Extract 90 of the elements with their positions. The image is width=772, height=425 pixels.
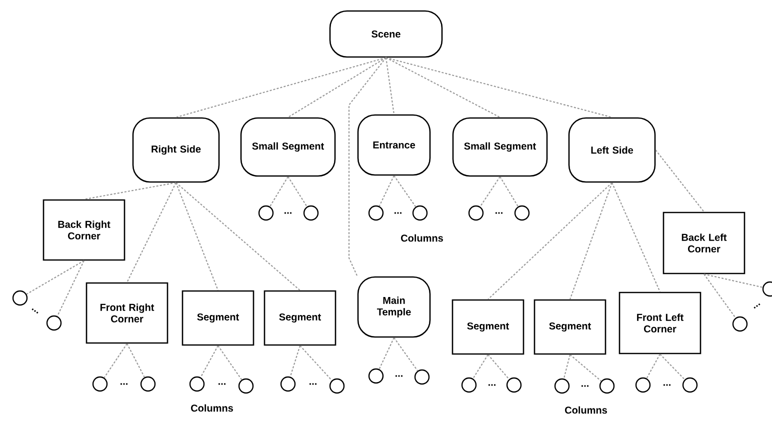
circle-node xyxy=(554,378,570,394)
dotted-connector xyxy=(394,337,418,372)
dotted-connector xyxy=(269,176,288,207)
box: Segment xyxy=(534,299,606,355)
dotted-connector xyxy=(655,150,704,212)
circle-node xyxy=(46,315,62,331)
circle-node xyxy=(258,205,274,221)
circle-node xyxy=(414,369,430,385)
dotted-connector xyxy=(569,182,613,300)
dotted-connector xyxy=(394,175,416,208)
dotted-connector xyxy=(200,345,218,378)
box: Segment xyxy=(452,299,524,355)
rounded-box: Left Side xyxy=(568,117,656,183)
ellipsis: ... xyxy=(496,212,502,214)
circle-node xyxy=(140,376,156,392)
ellipsis: ... xyxy=(394,212,402,214)
dotted-connector xyxy=(104,343,128,378)
dotted-connector xyxy=(500,176,519,207)
circle-node xyxy=(329,378,345,394)
ellipsis: ... xyxy=(396,375,402,377)
dotted-connector xyxy=(84,182,176,200)
circle-node xyxy=(732,316,748,332)
dotted-connector xyxy=(176,182,219,291)
dotted-connector xyxy=(612,182,660,292)
box: Front Right Corner xyxy=(86,282,168,344)
circle-node xyxy=(189,376,205,392)
dotted-connector xyxy=(386,57,612,118)
circle-node xyxy=(238,378,254,394)
ellipsis: ... xyxy=(488,384,496,386)
circle-node xyxy=(412,205,428,221)
ellipsis: ... xyxy=(32,308,38,314)
dotted-connector xyxy=(646,354,660,379)
ellipsis: ... xyxy=(582,385,588,387)
dotted-connector xyxy=(288,57,386,118)
dotted-connector xyxy=(176,182,300,291)
circle-node xyxy=(682,377,698,393)
box: Back Left Corner xyxy=(662,212,746,274)
dotted-connector xyxy=(378,337,394,370)
box: Back Right Corner xyxy=(42,199,126,261)
circle-node xyxy=(280,376,296,392)
dotted-connector xyxy=(126,343,145,378)
circle-node xyxy=(468,205,484,221)
dotted-connector xyxy=(488,182,612,300)
dotted-connector xyxy=(385,58,395,114)
dotted-connector xyxy=(126,182,176,283)
circle-node xyxy=(368,205,384,221)
rounded-box: Small Segment xyxy=(452,117,548,177)
dotted-connector xyxy=(660,354,686,380)
ellipsis: ... xyxy=(218,383,226,385)
dotted-connector xyxy=(218,345,242,380)
ellipsis: ... xyxy=(310,383,316,385)
group-label: Columns xyxy=(191,404,233,412)
group-label: Columns xyxy=(565,406,607,414)
dotted-connector xyxy=(56,260,84,316)
box: Segment xyxy=(264,290,336,346)
dotted-connector xyxy=(288,176,308,207)
rounded-box: Right Side xyxy=(132,117,220,183)
circle-node xyxy=(303,205,319,221)
circle-node xyxy=(12,290,28,306)
dotted-connector xyxy=(570,354,602,382)
group-label: Columns xyxy=(401,234,443,242)
circle-node xyxy=(368,368,384,384)
dotted-connector xyxy=(300,345,332,381)
dotted-connector xyxy=(290,345,301,377)
ellipsis: ... xyxy=(664,384,670,386)
rounded-box: Small Segment xyxy=(240,117,336,177)
circle-node xyxy=(514,205,530,221)
rounded-box: Main Temple xyxy=(357,276,431,338)
circle-node xyxy=(92,376,108,392)
rounded-box: Scene xyxy=(329,10,443,58)
dotted-connector xyxy=(480,176,500,207)
circle-node xyxy=(635,377,651,393)
dotted-connector xyxy=(348,57,386,277)
ellipsis: ... xyxy=(120,383,128,385)
circle-node xyxy=(461,377,477,393)
rounded-box: Entrance xyxy=(357,114,431,176)
circle-node xyxy=(506,377,522,393)
dotted-connector xyxy=(704,274,736,318)
dotted-connector xyxy=(386,57,500,118)
dotted-connector xyxy=(472,354,488,379)
dotted-connector xyxy=(488,354,510,380)
dotted-connector xyxy=(26,260,84,295)
dotted-connector xyxy=(176,57,386,118)
circle-node xyxy=(599,378,615,394)
ellipsis: ... xyxy=(284,212,292,214)
box: Front Left Corner xyxy=(618,292,702,354)
box: Segment xyxy=(182,290,254,346)
dotted-connector xyxy=(563,354,571,379)
ellipsis: ... xyxy=(754,303,760,309)
dotted-connector xyxy=(378,175,394,206)
